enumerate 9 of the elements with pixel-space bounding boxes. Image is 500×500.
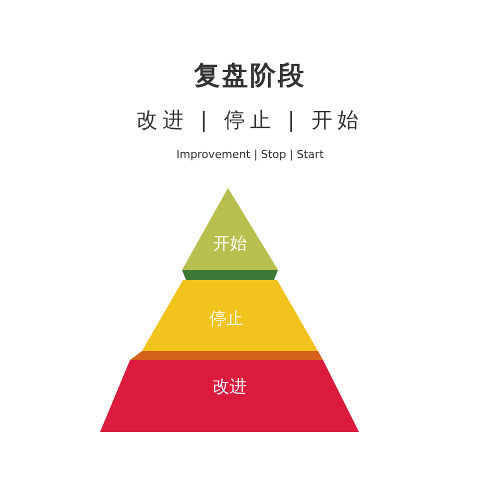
pyramid-top-layer	[182, 188, 278, 280]
pyramid-middle-layer	[130, 280, 323, 360]
pyramid-bottom-layer	[100, 360, 359, 432]
subtitle: 改进 | 停止 | 开始	[136, 107, 364, 134]
layer-label: 改进	[212, 376, 248, 398]
layer-label: 停止	[208, 308, 244, 330]
layer-label: 开始	[212, 233, 248, 255]
english-subtitle: Improvement | Stop | Start	[176, 148, 324, 161]
title: 复盘阶段	[194, 60, 306, 93]
